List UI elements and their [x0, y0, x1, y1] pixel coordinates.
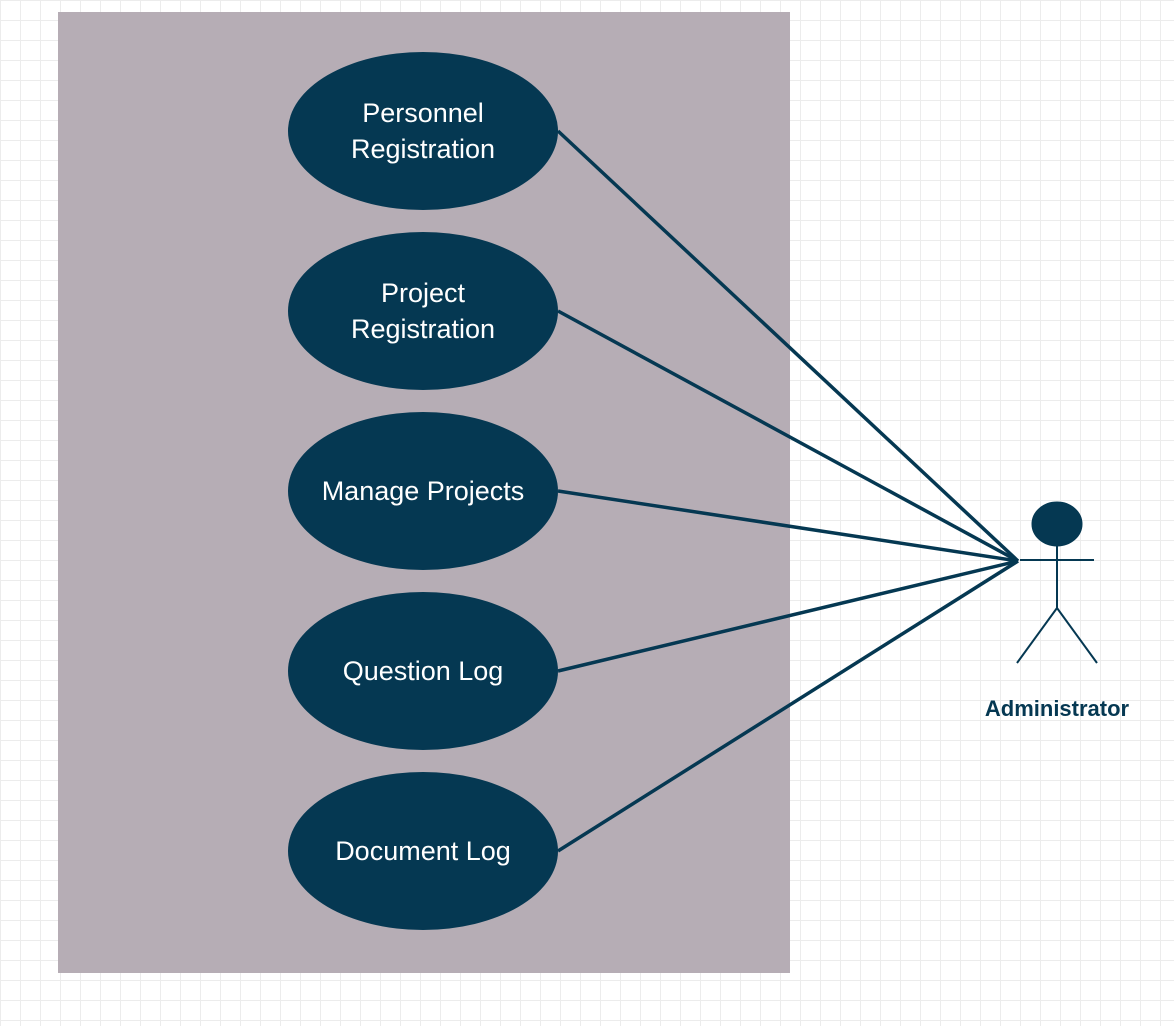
use-case-ellipse: [288, 772, 558, 930]
association-line-personnel-registration: [556, 129, 1020, 563]
use-case-label-line: Question Log: [343, 656, 504, 686]
use-case-ellipse: [288, 52, 558, 210]
use-case-manage-projects[interactable]: Manage Projects: [288, 412, 558, 570]
association-line-document-log: [557, 559, 1019, 853]
use-case-ellipse: [288, 592, 558, 750]
association-line-question-log: [557, 559, 1019, 673]
use-case-ellipse: [288, 232, 558, 390]
use-case-label-line: Document Log: [335, 836, 511, 866]
use-case-document-log[interactable]: Document Log: [288, 772, 558, 930]
use-case-label-line: Personnel: [362, 98, 484, 128]
use-case-label: Question Log: [343, 656, 504, 686]
use-case-label-line: Registration: [351, 314, 495, 344]
association-lines: [556, 129, 1020, 853]
use-case-label-line: Project: [381, 278, 466, 308]
use-case-label: Document Log: [335, 836, 511, 866]
association-line-project-registration: [557, 309, 1019, 563]
association-line-manage-projects: [557, 489, 1019, 563]
use-case-label-line: Manage Projects: [322, 476, 525, 506]
use-case-ellipse: [288, 412, 558, 570]
stick-figure-actor-icon: [1016, 501, 1098, 664]
use-case-label: Manage Projects: [322, 476, 525, 506]
actor-label: Administrator: [985, 696, 1130, 721]
use-case-question-log[interactable]: Question Log: [288, 592, 558, 750]
use-case-label-line: Registration: [351, 134, 495, 164]
administrator-actor[interactable]: Administrator: [985, 501, 1130, 721]
